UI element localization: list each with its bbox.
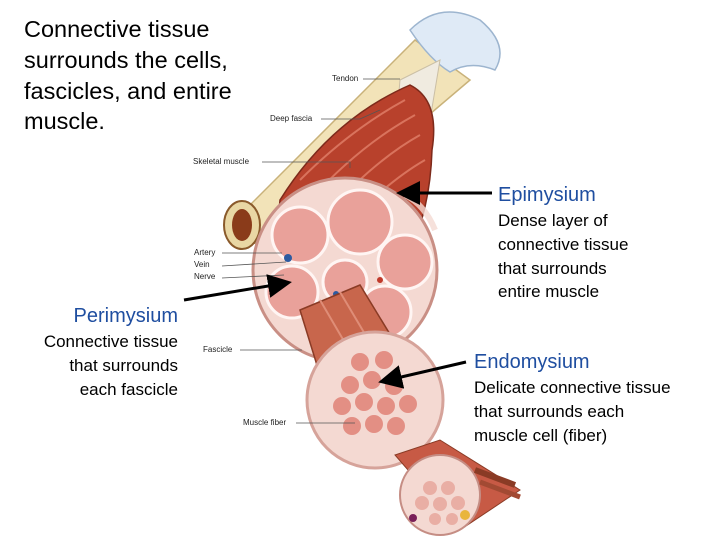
bone-cartilage	[409, 11, 501, 73]
epimysium-term: Epimysium	[498, 184, 596, 206]
heading-line-2: surrounds the cells,	[24, 46, 228, 73]
endomysium-description: Delicate connective tissue that surround…	[474, 376, 671, 447]
epimysium-desc-line: that surrounds	[498, 258, 607, 278]
epimysium-desc-line: connective tissue	[498, 234, 629, 254]
endomysium-term: Endomysium	[474, 351, 590, 373]
muscle-fiber-bundle	[394, 439, 521, 536]
label-deep-fascia: Deep fascia	[270, 114, 313, 123]
perimysium-desc-line: Connective tissue	[43, 332, 178, 351]
endomysium-desc-line: Delicate connective tissue	[474, 378, 671, 397]
perimysium-desc-line: that surrounds	[69, 355, 178, 375]
perimysium-arrow	[183, 274, 292, 302]
label-skeletal-muscle: Skeletal muscle	[193, 157, 250, 166]
heading-line-3: fascicles, and entire	[24, 77, 232, 104]
label-artery: Artery	[194, 248, 216, 257]
perimysium-term: Perimysium	[73, 305, 178, 327]
epimysium-desc-line: entire muscle	[498, 282, 600, 302]
endomysium-desc-line: muscle cell (fiber)	[474, 425, 608, 445]
label-nerve: Nerve	[194, 272, 216, 281]
label-vein: Vein	[194, 260, 210, 269]
heading-line-4: muscle.	[24, 108, 105, 135]
label-fascicle: Fascicle	[203, 345, 233, 354]
endomysium-desc-line: that surrounds each	[474, 401, 625, 421]
label-muscle-fiber: Muscle fiber	[243, 418, 287, 427]
slide-heading: Connective tissue surrounds the cells, f…	[24, 14, 232, 137]
perimysium-desc-line: each fascicle	[79, 379, 178, 399]
perimysium-description: Connective tissue that surrounds each fa…	[44, 330, 178, 401]
vein-dot	[284, 254, 292, 262]
heading-line-1: Connective tissue	[24, 16, 210, 42]
endomysium-arrow	[378, 360, 467, 389]
fascicle	[299, 284, 445, 470]
epimysium-desc-line: Dense layer of	[498, 211, 608, 230]
label-tendon: Tendon	[332, 74, 359, 83]
epimysium-description: Dense layer of connective tissue that su…	[498, 209, 628, 304]
